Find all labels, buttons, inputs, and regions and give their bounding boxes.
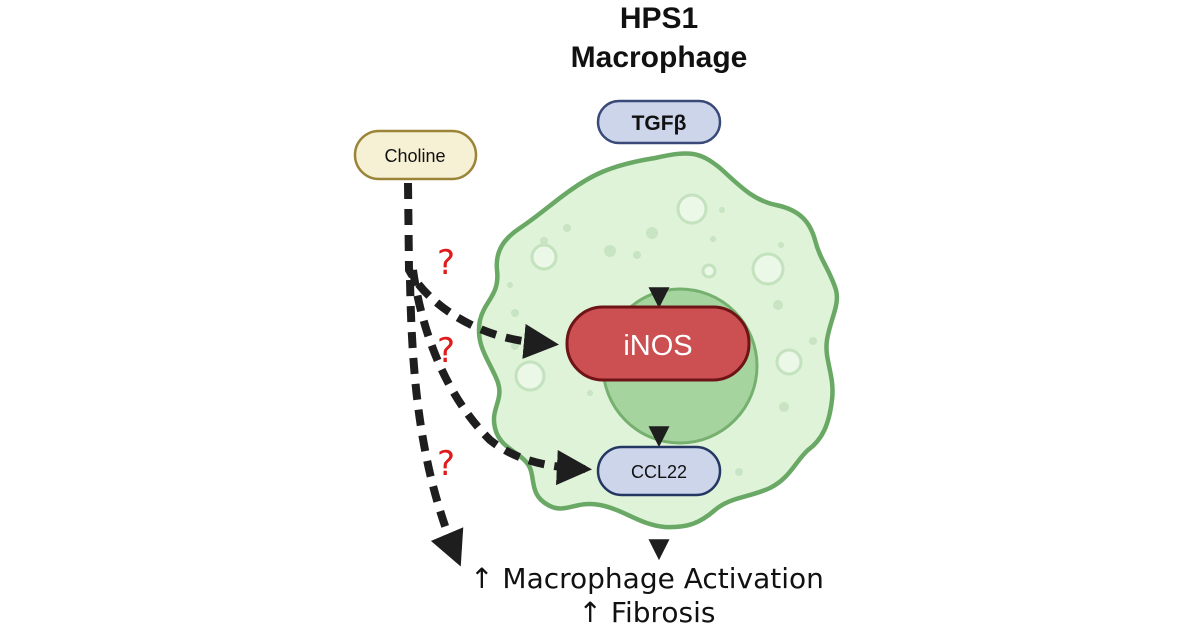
question-mark-outcome: ? bbox=[437, 444, 455, 484]
vesicle bbox=[530, 243, 558, 271]
vesicle bbox=[751, 252, 785, 286]
vesicle bbox=[514, 360, 546, 392]
outcome-macrophage-activation: ↑ Macrophage Activation bbox=[470, 562, 824, 595]
granules bbox=[507, 207, 817, 476]
node-ccl22: CCL22 bbox=[596, 445, 722, 497]
inos-label: iNOS bbox=[623, 330, 692, 362]
question-mark-ccl22: ? bbox=[437, 331, 455, 371]
dashed-arrow-choline-to-inos bbox=[404, 182, 560, 359]
outcome-fibrosis: ↑ Fibrosis bbox=[579, 596, 716, 628]
title-line-2: Macrophage bbox=[571, 41, 748, 74]
vesicle bbox=[676, 193, 708, 225]
vesicle bbox=[701, 263, 717, 279]
node-tgfb: TGFβ bbox=[596, 99, 722, 145]
node-inos: iNOS bbox=[565, 305, 751, 382]
vesicle bbox=[775, 348, 803, 376]
node-choline: Choline bbox=[353, 129, 478, 181]
dashed-arrow-choline-to-ccl22 bbox=[409, 269, 593, 486]
dashed-arrow-choline-to-outcome bbox=[406, 279, 464, 567]
choline-label: Choline bbox=[384, 146, 445, 166]
question-mark-inos: ? bbox=[437, 243, 455, 283]
tgfb-label: TGFβ bbox=[632, 112, 687, 135]
ccl22-label: CCL22 bbox=[631, 462, 687, 482]
title-line-1: HPS1 bbox=[620, 2, 698, 35]
